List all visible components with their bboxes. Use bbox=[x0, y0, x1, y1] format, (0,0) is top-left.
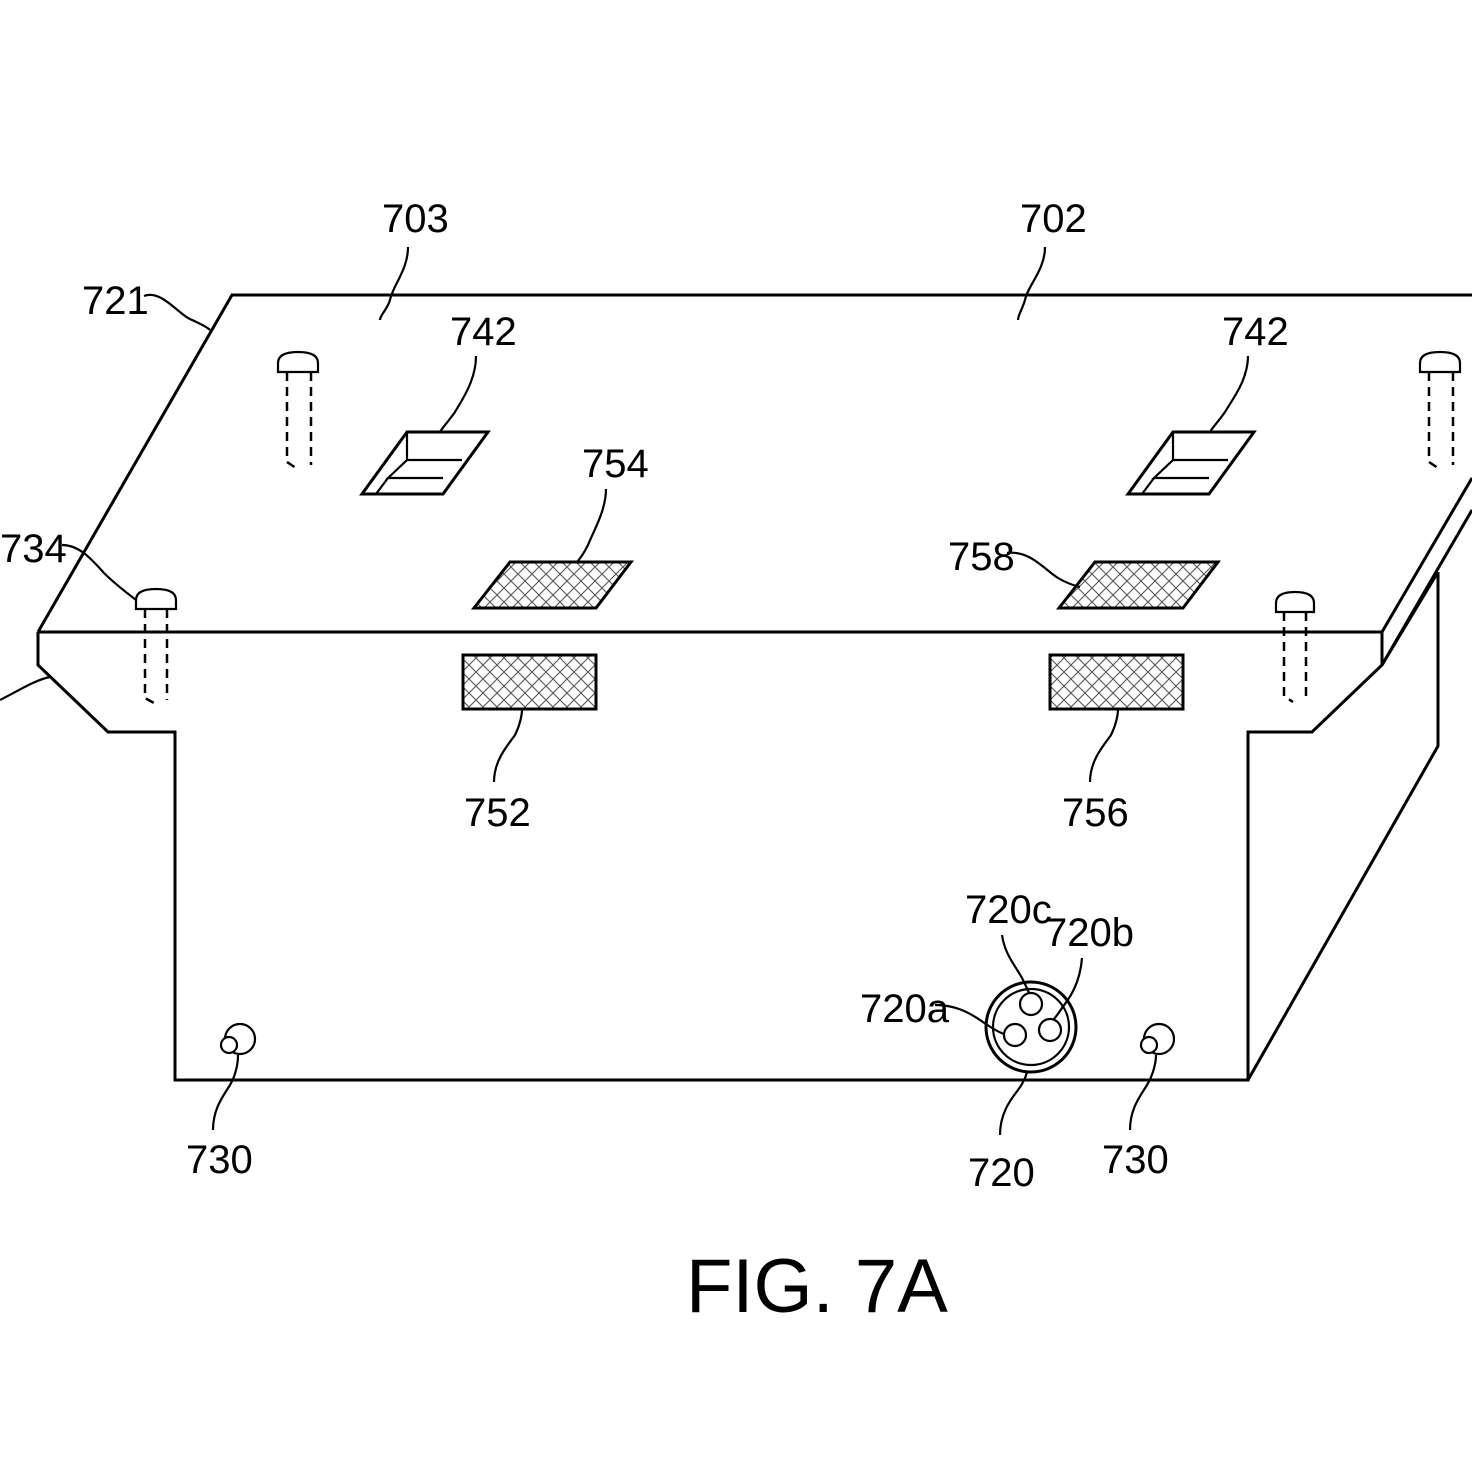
label-742-left: 742 bbox=[450, 310, 517, 354]
label-720b: 720b bbox=[1045, 911, 1134, 955]
connector bbox=[984, 980, 1078, 1074]
reference-labels: 703 702 721 742 742 754 758 734 752 756 … bbox=[0, 197, 1289, 1195]
figure-caption: FIG. 7A bbox=[686, 1244, 948, 1329]
label-730-right: 730 bbox=[1102, 1138, 1169, 1182]
label-754: 754 bbox=[582, 442, 649, 486]
lid-front-lip bbox=[36, 632, 1384, 1082]
post-left bbox=[219, 1022, 257, 1056]
contact-a bbox=[1002, 1022, 1028, 1048]
contact-b bbox=[1037, 1017, 1063, 1043]
label-720a: 720a bbox=[860, 987, 950, 1031]
housing bbox=[36, 293, 1472, 1082]
contact-c bbox=[1018, 991, 1044, 1017]
pin-top-left bbox=[276, 350, 320, 470]
label-734: 734 bbox=[0, 527, 67, 571]
label-702: 702 bbox=[1020, 197, 1087, 241]
pin-top-right bbox=[1418, 350, 1462, 470]
label-730-left: 730 bbox=[186, 1138, 253, 1182]
label-758: 758 bbox=[948, 535, 1015, 579]
label-752: 752 bbox=[464, 791, 531, 835]
pad-top-left bbox=[470, 560, 635, 610]
pad-front-right bbox=[1048, 653, 1185, 711]
pad-front-left bbox=[461, 653, 598, 711]
label-720c: 720c bbox=[965, 888, 1052, 932]
post-right bbox=[1139, 1022, 1176, 1056]
slot-right bbox=[1125, 430, 1257, 496]
pin-front-left bbox=[134, 587, 178, 705]
leader-lines bbox=[0, 246, 1250, 1136]
body-right-side bbox=[1246, 571, 1440, 1081]
label-720: 720 bbox=[968, 1151, 1035, 1195]
label-721: 721 bbox=[82, 279, 149, 323]
pin-front-right bbox=[1274, 590, 1316, 704]
label-703: 703 bbox=[382, 197, 449, 241]
slot-left bbox=[359, 430, 491, 496]
pad-top-right bbox=[1055, 560, 1222, 610]
label-742-right: 742 bbox=[1222, 310, 1289, 354]
label-756: 756 bbox=[1062, 791, 1129, 835]
